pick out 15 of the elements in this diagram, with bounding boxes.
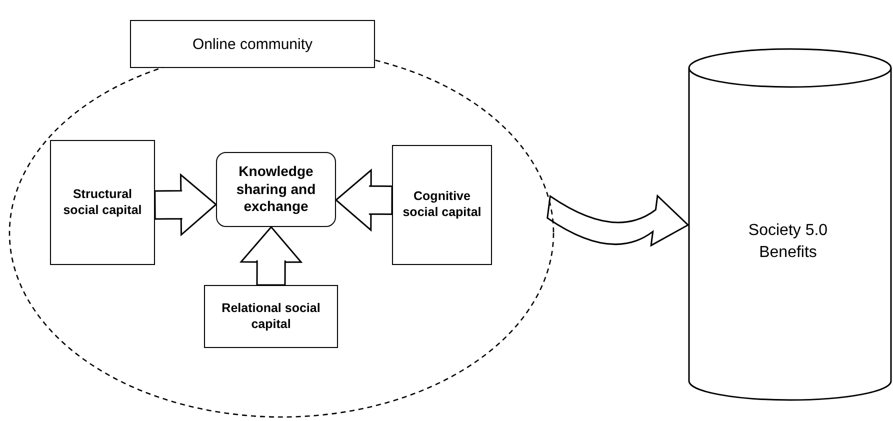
block-arrow: [154, 174, 217, 236]
node-label: Society 5.0 Benefits: [747, 221, 829, 263]
node-label: Cognitive social capital: [402, 189, 482, 221]
node-label: Structural social capital: [62, 186, 143, 218]
node-label: Knowledge sharing and exchange: [235, 163, 317, 216]
rounded-process-box: [216, 152, 336, 227]
process-box: [204, 285, 338, 348]
block-arrow: [546, 195, 689, 246]
process-box: [50, 140, 155, 265]
group-heading: Online community: [130, 20, 375, 68]
dashed-ellipse-group: [8, 20, 555, 418]
node-label: Relational social capital: [220, 300, 322, 332]
process-box: [392, 145, 492, 265]
block-arrow: [240, 226, 302, 286]
block-arrow: [335, 169, 393, 231]
